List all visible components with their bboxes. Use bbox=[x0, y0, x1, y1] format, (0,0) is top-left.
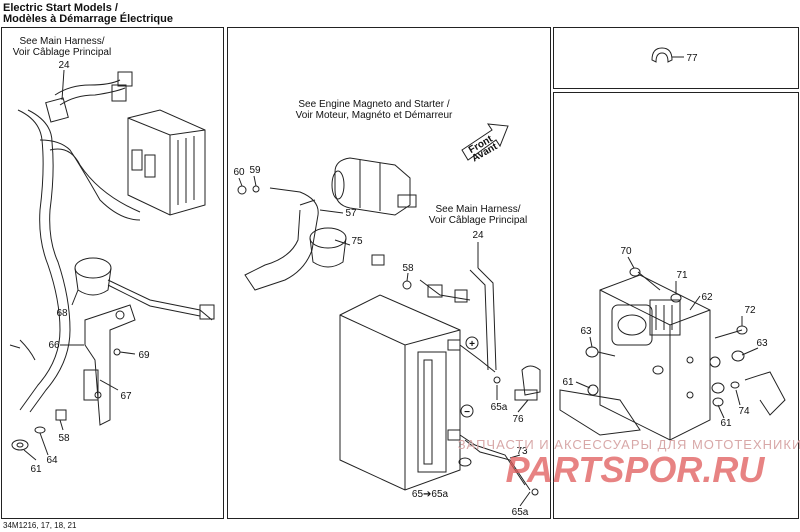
negative-terminal-label: − bbox=[464, 407, 470, 418]
mounting-plate-right bbox=[559, 274, 711, 441]
callout-62: 62 bbox=[701, 292, 713, 303]
callout-61-left: 61 bbox=[30, 464, 42, 475]
relay-solenoid-left bbox=[74, 257, 215, 321]
watermark-line1: ЗАПЧАСТИ И АКСЕССУАРЫ ДЛЯ МОТОТЕХНИКИ bbox=[458, 437, 800, 452]
note-main-harness-left-line2: Voir Câblage Principal bbox=[13, 47, 111, 58]
callout-58-mid: 58 bbox=[402, 263, 414, 274]
wiring-harness-left bbox=[9, 71, 141, 413]
diagram-title-line2: Modèles à Démarrage Électrique bbox=[3, 13, 173, 25]
callout-77: 77 bbox=[686, 53, 698, 64]
callout-57: 57 bbox=[345, 208, 357, 219]
callout-69: 69 bbox=[138, 350, 150, 361]
harness-mid bbox=[419, 267, 497, 371]
callout-60: 60 bbox=[233, 167, 245, 178]
cable-clip bbox=[651, 47, 673, 63]
panel-right bbox=[553, 92, 799, 519]
callout-65-to-65a: 65➔65a bbox=[412, 489, 449, 500]
front-arrow bbox=[461, 123, 509, 161]
note-main-harness-mid-line2: Voir Câblage Principal bbox=[429, 215, 527, 226]
callout-65a-bottom: 65a bbox=[512, 507, 529, 518]
callout-65a-top: 65a bbox=[491, 402, 508, 413]
terminal-boot bbox=[514, 365, 541, 401]
battery-cables bbox=[458, 344, 531, 491]
callout-64: 64 bbox=[46, 455, 58, 466]
callout-71: 71 bbox=[676, 270, 688, 281]
panel-top-right bbox=[553, 27, 799, 89]
note-main-harness-left-line1: See Main Harness/ bbox=[19, 36, 104, 47]
callout-63-right: 63 bbox=[756, 338, 768, 349]
callout-61-right-a: 61 bbox=[562, 377, 574, 388]
callout-61-right-b: 61 bbox=[720, 418, 732, 429]
callout-24-left: 24 bbox=[58, 60, 70, 71]
starter-solenoid bbox=[309, 227, 412, 290]
callout-70: 70 bbox=[620, 246, 632, 257]
callout-68: 68 bbox=[56, 308, 68, 319]
watermark-line2: PARTSPOR.RU bbox=[506, 449, 766, 490]
callout-72: 72 bbox=[744, 305, 756, 316]
solenoid-assembly-right bbox=[611, 299, 681, 346]
battery bbox=[339, 294, 461, 491]
callout-59: 59 bbox=[249, 165, 261, 176]
negative-terminal-mark bbox=[460, 404, 474, 418]
callout-73: 73 bbox=[516, 446, 528, 457]
starter-cable bbox=[244, 187, 319, 291]
callout-74: 74 bbox=[738, 406, 750, 417]
callout-67: 67 bbox=[120, 391, 132, 402]
callout-58-left: 58 bbox=[58, 433, 70, 444]
note-main-harness-mid-line1: See Main Harness/ bbox=[435, 204, 520, 215]
callout-24-mid: 24 bbox=[472, 230, 484, 241]
positive-terminal-label: + bbox=[469, 339, 475, 350]
mounting-bracket-left bbox=[83, 304, 136, 426]
note-engine-line1: See Engine Magneto and Starter / bbox=[298, 99, 449, 110]
diagram-title-line1: Electric Start Models / bbox=[3, 2, 118, 14]
callout-63-left: 63 bbox=[580, 326, 592, 337]
callout-66: 66 bbox=[48, 340, 60, 351]
note-engine-line2: Voir Moteur, Magnéto et Démarreur bbox=[296, 110, 453, 121]
drawing-reference: 34M1216, 17, 18, 21 bbox=[3, 521, 77, 530]
callout-76: 76 bbox=[512, 414, 524, 425]
callout-75: 75 bbox=[351, 236, 363, 247]
positive-terminal-mark bbox=[465, 336, 479, 350]
panel-left bbox=[1, 27, 224, 519]
starter-motor bbox=[331, 157, 417, 216]
panel-middle bbox=[227, 27, 551, 519]
fasteners-right bbox=[585, 267, 786, 416]
fuse-box bbox=[127, 109, 206, 216]
